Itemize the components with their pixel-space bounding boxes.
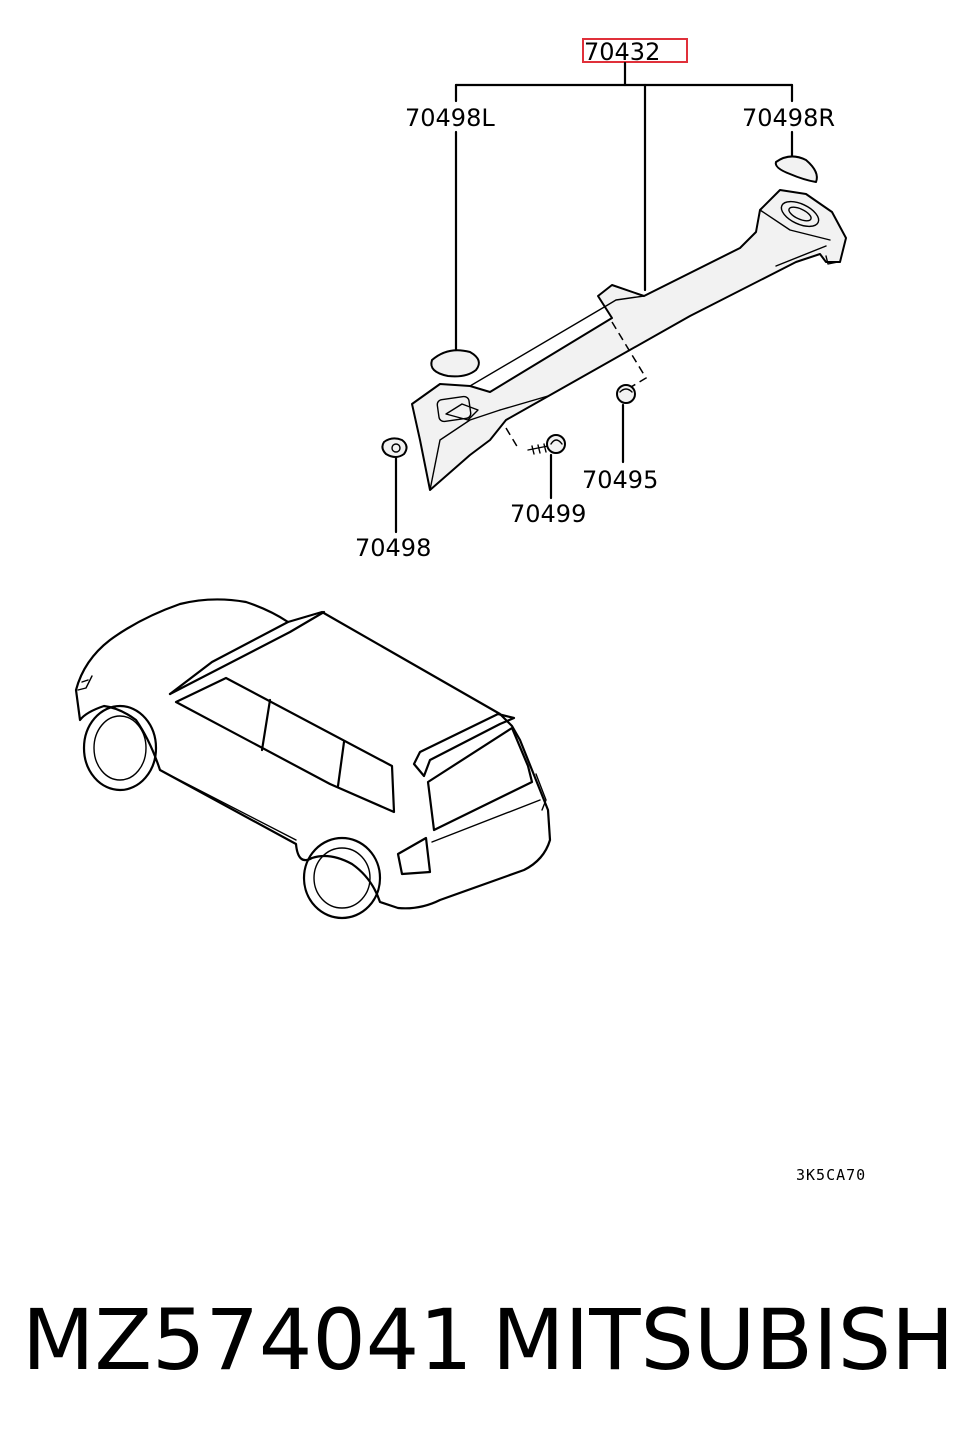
fastener-part[interactable]: [616, 384, 636, 464]
callout-main-part[interactable]: 70432: [584, 38, 660, 66]
callout-right-cover[interactable]: 70498R: [742, 104, 835, 132]
locator-dashed-line: [611, 321, 648, 391]
callout-left-cover[interactable]: 70498L: [405, 104, 495, 132]
figure-code: 3K5CA70: [796, 1166, 866, 1184]
screw-dashed-line: [505, 427, 519, 449]
leader-lines-main: [454, 61, 794, 352]
left-end-cover[interactable]: [430, 349, 480, 378]
callout-fastener[interactable]: 70495: [582, 466, 658, 494]
clip-part[interactable]: [381, 437, 408, 534]
brand-name: MITSUBISHI: [492, 1291, 960, 1389]
spoiler-trim-panel[interactable]: [411, 189, 847, 491]
callout-clip[interactable]: 70498: [355, 534, 431, 562]
highlight-box[interactable]: [582, 38, 688, 63]
right-end-cover[interactable]: [774, 155, 818, 183]
screw-part[interactable]: [527, 434, 566, 500]
vehicle-illustration: [74, 598, 552, 920]
part-number: MZ574041: [22, 1291, 473, 1389]
callout-screw[interactable]: 70499: [510, 500, 586, 528]
